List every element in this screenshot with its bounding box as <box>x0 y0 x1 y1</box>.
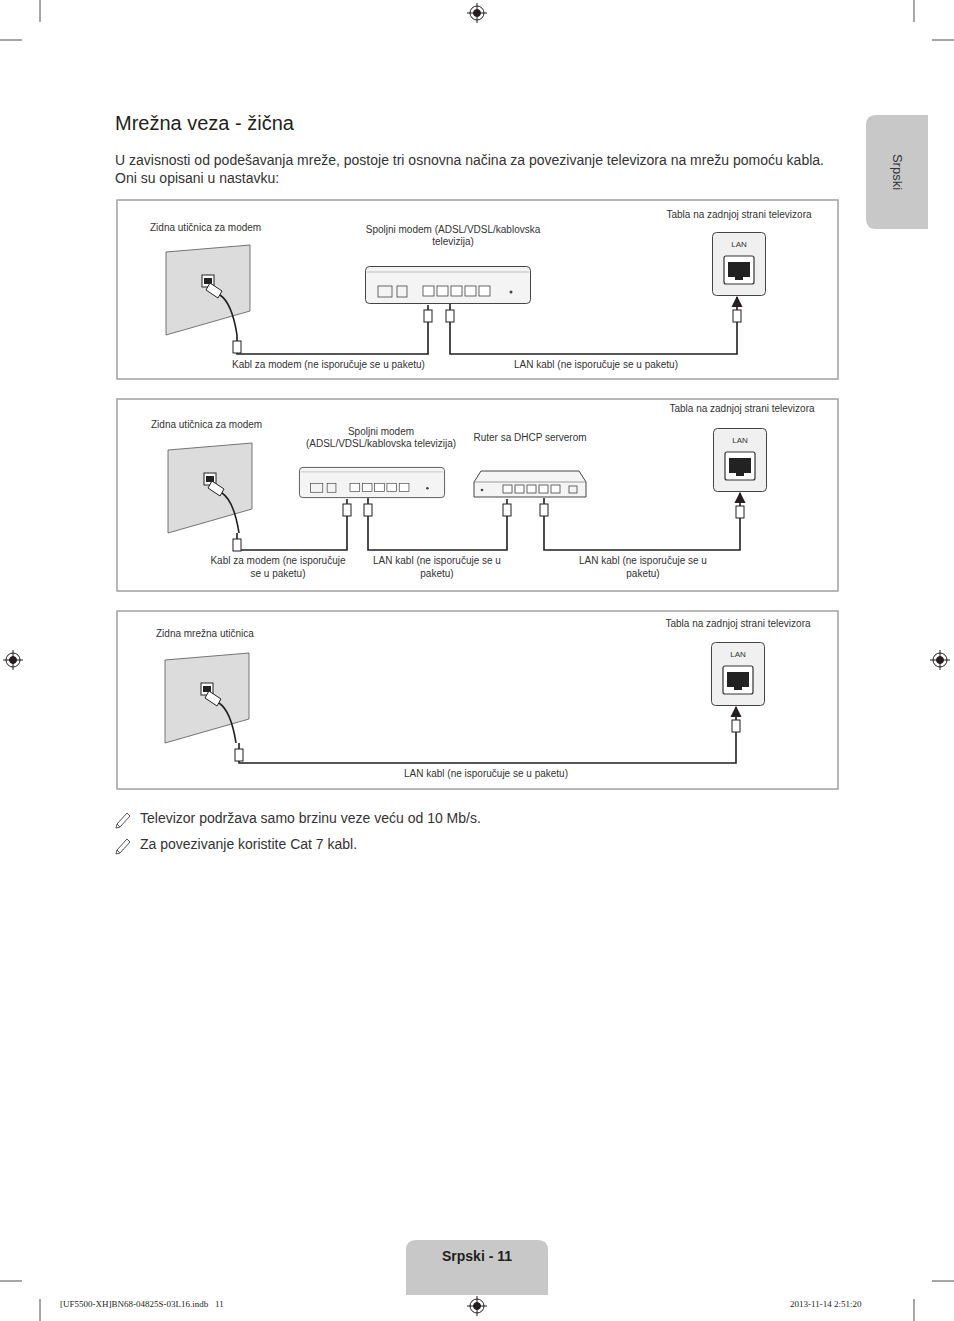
note-text: Za povezivanje koristite Cat 7 kabl. <box>140 835 357 853</box>
device-label: Tabla na zadnjoj strani televizora <box>658 209 820 221</box>
print-date: 2013-11-14 2:51:20 <box>790 1299 861 1310</box>
cable-label: LAN kabl (ne isporučuje se u paketu) <box>512 358 680 371</box>
device-label: Zidna utičnica za modem <box>150 222 278 234</box>
device-panel: Tabla na zadnjoj strani televizoraLAN <box>657 618 819 706</box>
cable-plug <box>503 504 511 516</box>
cable-plug <box>736 506 744 518</box>
port-label: LAN <box>713 436 767 446</box>
lan-cable <box>368 498 507 550</box>
cable-plug <box>540 504 548 516</box>
cable-plug <box>732 720 740 732</box>
lan-cable <box>237 305 428 354</box>
cable-plug <box>235 749 243 761</box>
device-label: Tabla na zadnjoj strani televizora <box>661 403 823 415</box>
language-tab: Srpski <box>889 147 905 197</box>
modem-illustration <box>365 266 531 304</box>
page-number: Srpski - 11 <box>406 1247 548 1265</box>
cable-plug <box>343 504 351 516</box>
port-label: LAN <box>712 240 766 250</box>
wall-socket-illustration <box>166 245 252 335</box>
footer-tab <box>406 1240 548 1295</box>
wall-socket-illustration <box>168 443 254 533</box>
cable-plug <box>233 539 241 551</box>
lan-cable <box>237 499 347 550</box>
port-label: LAN <box>711 650 765 660</box>
device-label: Zidna utičnica za modem <box>151 419 279 431</box>
device-label: Spoljni modem (ADSL/VDSL/kablovska telev… <box>296 426 466 450</box>
registration-marks <box>3 3 950 1316</box>
file-info: [UF5500-XH]BN68-04825S-03L16.indb 11 <box>60 1299 224 1310</box>
wall-socket-illustration <box>165 653 251 743</box>
cable-label: LAN kabl (ne isporučuje se u paketu) <box>402 767 570 780</box>
cable-plug <box>424 310 432 322</box>
cable-plug <box>446 310 454 322</box>
device-panel: Tabla na zadnjoj strani televizoraLAN <box>658 209 820 296</box>
cable-label: LAN kabl (ne isporučuje se u paketu) <box>571 554 715 580</box>
device-wall: Zidna utičnica za modem <box>148 222 278 335</box>
side-tab <box>866 115 928 229</box>
device-wall: Zidna mrežna utičnica <box>154 628 284 743</box>
note-text: Televizor podržava samo brzinu veze veću… <box>140 809 481 827</box>
device-label: Spoljni modem (ADSL/VDSL/kablovska telev… <box>360 224 546 248</box>
cable-plug <box>364 504 372 516</box>
device-label: Ruter sa DHCP serverom <box>466 432 594 444</box>
lan-cable <box>544 493 740 550</box>
device-wall: Zidna utičnica za modem <box>149 419 279 533</box>
device-label: Tabla na zadnjoj strani televizora <box>657 618 819 630</box>
modem-illustration <box>299 467 445 498</box>
cable-plug <box>233 341 241 353</box>
lan-cable <box>239 707 736 763</box>
device-label: Zidna mrežna utičnica <box>156 628 284 640</box>
page-title: Mrežna veza - žična <box>115 111 294 135</box>
cable-label: Kabl za modem (ne isporučuje se u paketu… <box>230 358 427 371</box>
intro-text: U zavisnosti od podešavanja mreže, posto… <box>115 151 840 187</box>
device-router: Ruter sa DHCP serverom <box>466 432 594 498</box>
device-modem: Spoljni modem (ADSL/VDSL/kablovska telev… <box>360 224 546 304</box>
device-modem: Spoljni modem (ADSL/VDSL/kablovska telev… <box>296 426 466 498</box>
device-panel: Tabla na zadnjoj strani televizoraLAN <box>661 403 823 492</box>
cable-plug <box>733 310 741 322</box>
cable-label: Kabl za modem (ne isporučuje se u paketu… <box>206 554 350 580</box>
diagram-frames <box>117 200 838 789</box>
note-icons <box>116 813 130 854</box>
cable-label: LAN kabl (ne isporučuje se u paketu) <box>365 554 509 580</box>
lan-cable <box>450 297 737 354</box>
router-illustration <box>473 470 587 498</box>
